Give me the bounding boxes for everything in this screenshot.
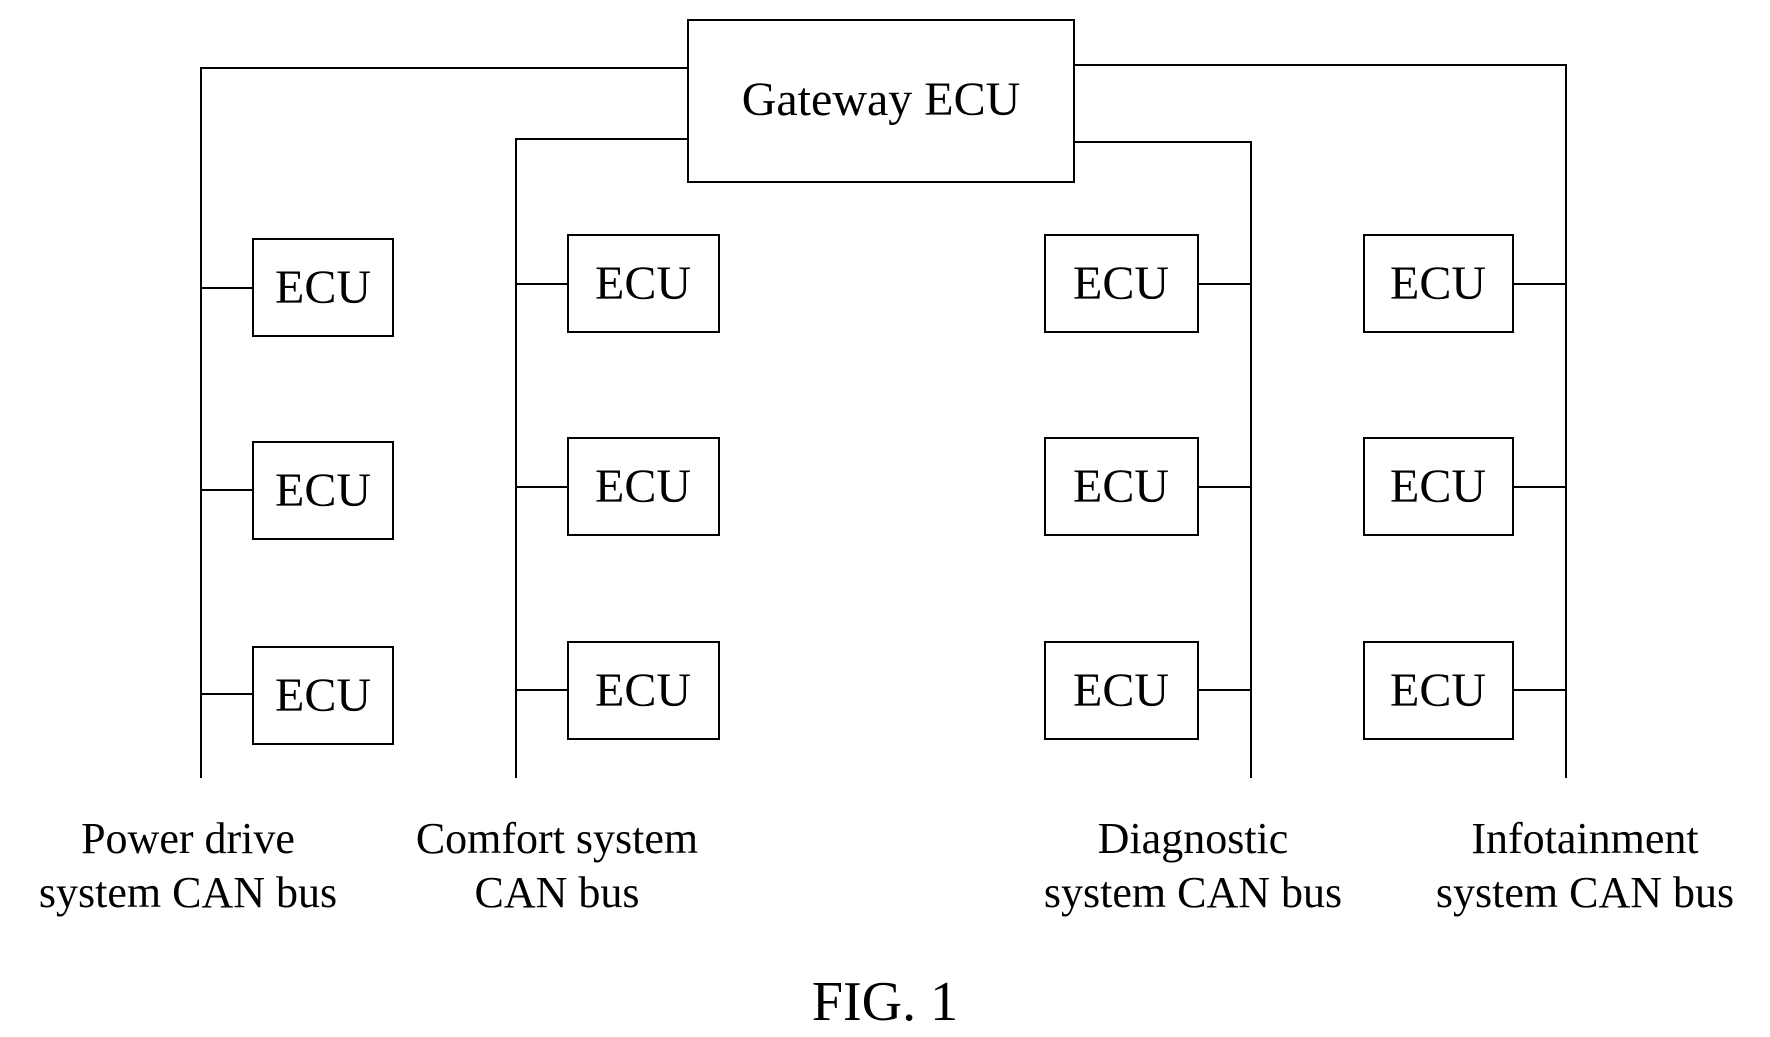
bus-labels: Power drive system CAN bus Comfort syste… <box>39 814 1734 917</box>
ecu-label: ECU <box>1073 257 1169 310</box>
ecu-label: ECU <box>1390 664 1486 717</box>
ecu-label: ECU <box>1073 460 1169 513</box>
diagnostic-bus-label-line2: system CAN bus <box>1044 868 1342 917</box>
gateway-ecu-node: Gateway ECU <box>688 20 1074 182</box>
power-drive-bus-label-line2: system CAN bus <box>39 868 337 917</box>
ecu-label: ECU <box>275 669 371 722</box>
figure-caption: FIG. 1 <box>812 971 958 1033</box>
ecu-label: ECU <box>1390 257 1486 310</box>
gateway-ecu-label: Gateway ECU <box>742 73 1021 126</box>
diagnostic-bus-label-line1: Diagnostic <box>1098 814 1289 863</box>
power-drive-ecus: ECU ECU ECU <box>253 239 393 744</box>
comfort-ecus: ECU ECU ECU <box>568 235 719 739</box>
ecu-label: ECU <box>595 460 691 513</box>
infotainment-bus-label-line1: Infotainment <box>1471 814 1698 863</box>
comfort-bus-label-line1: Comfort system <box>416 814 698 863</box>
power-drive-bus-label-line1: Power drive <box>81 814 295 863</box>
ecu-label: ECU <box>1073 664 1169 717</box>
ecu-label: ECU <box>595 664 691 717</box>
ecu-label: ECU <box>1390 460 1486 513</box>
infotainment-bus-label-line2: system CAN bus <box>1436 868 1734 917</box>
ecu-label: ECU <box>275 464 371 517</box>
comfort-bus-label-line2: CAN bus <box>474 868 639 917</box>
ecu-label: ECU <box>595 257 691 310</box>
ecu-label: ECU <box>275 261 371 314</box>
diagnostic-ecus: ECU ECU ECU <box>1045 235 1198 739</box>
infotainment-ecus: ECU ECU ECU <box>1364 235 1513 739</box>
